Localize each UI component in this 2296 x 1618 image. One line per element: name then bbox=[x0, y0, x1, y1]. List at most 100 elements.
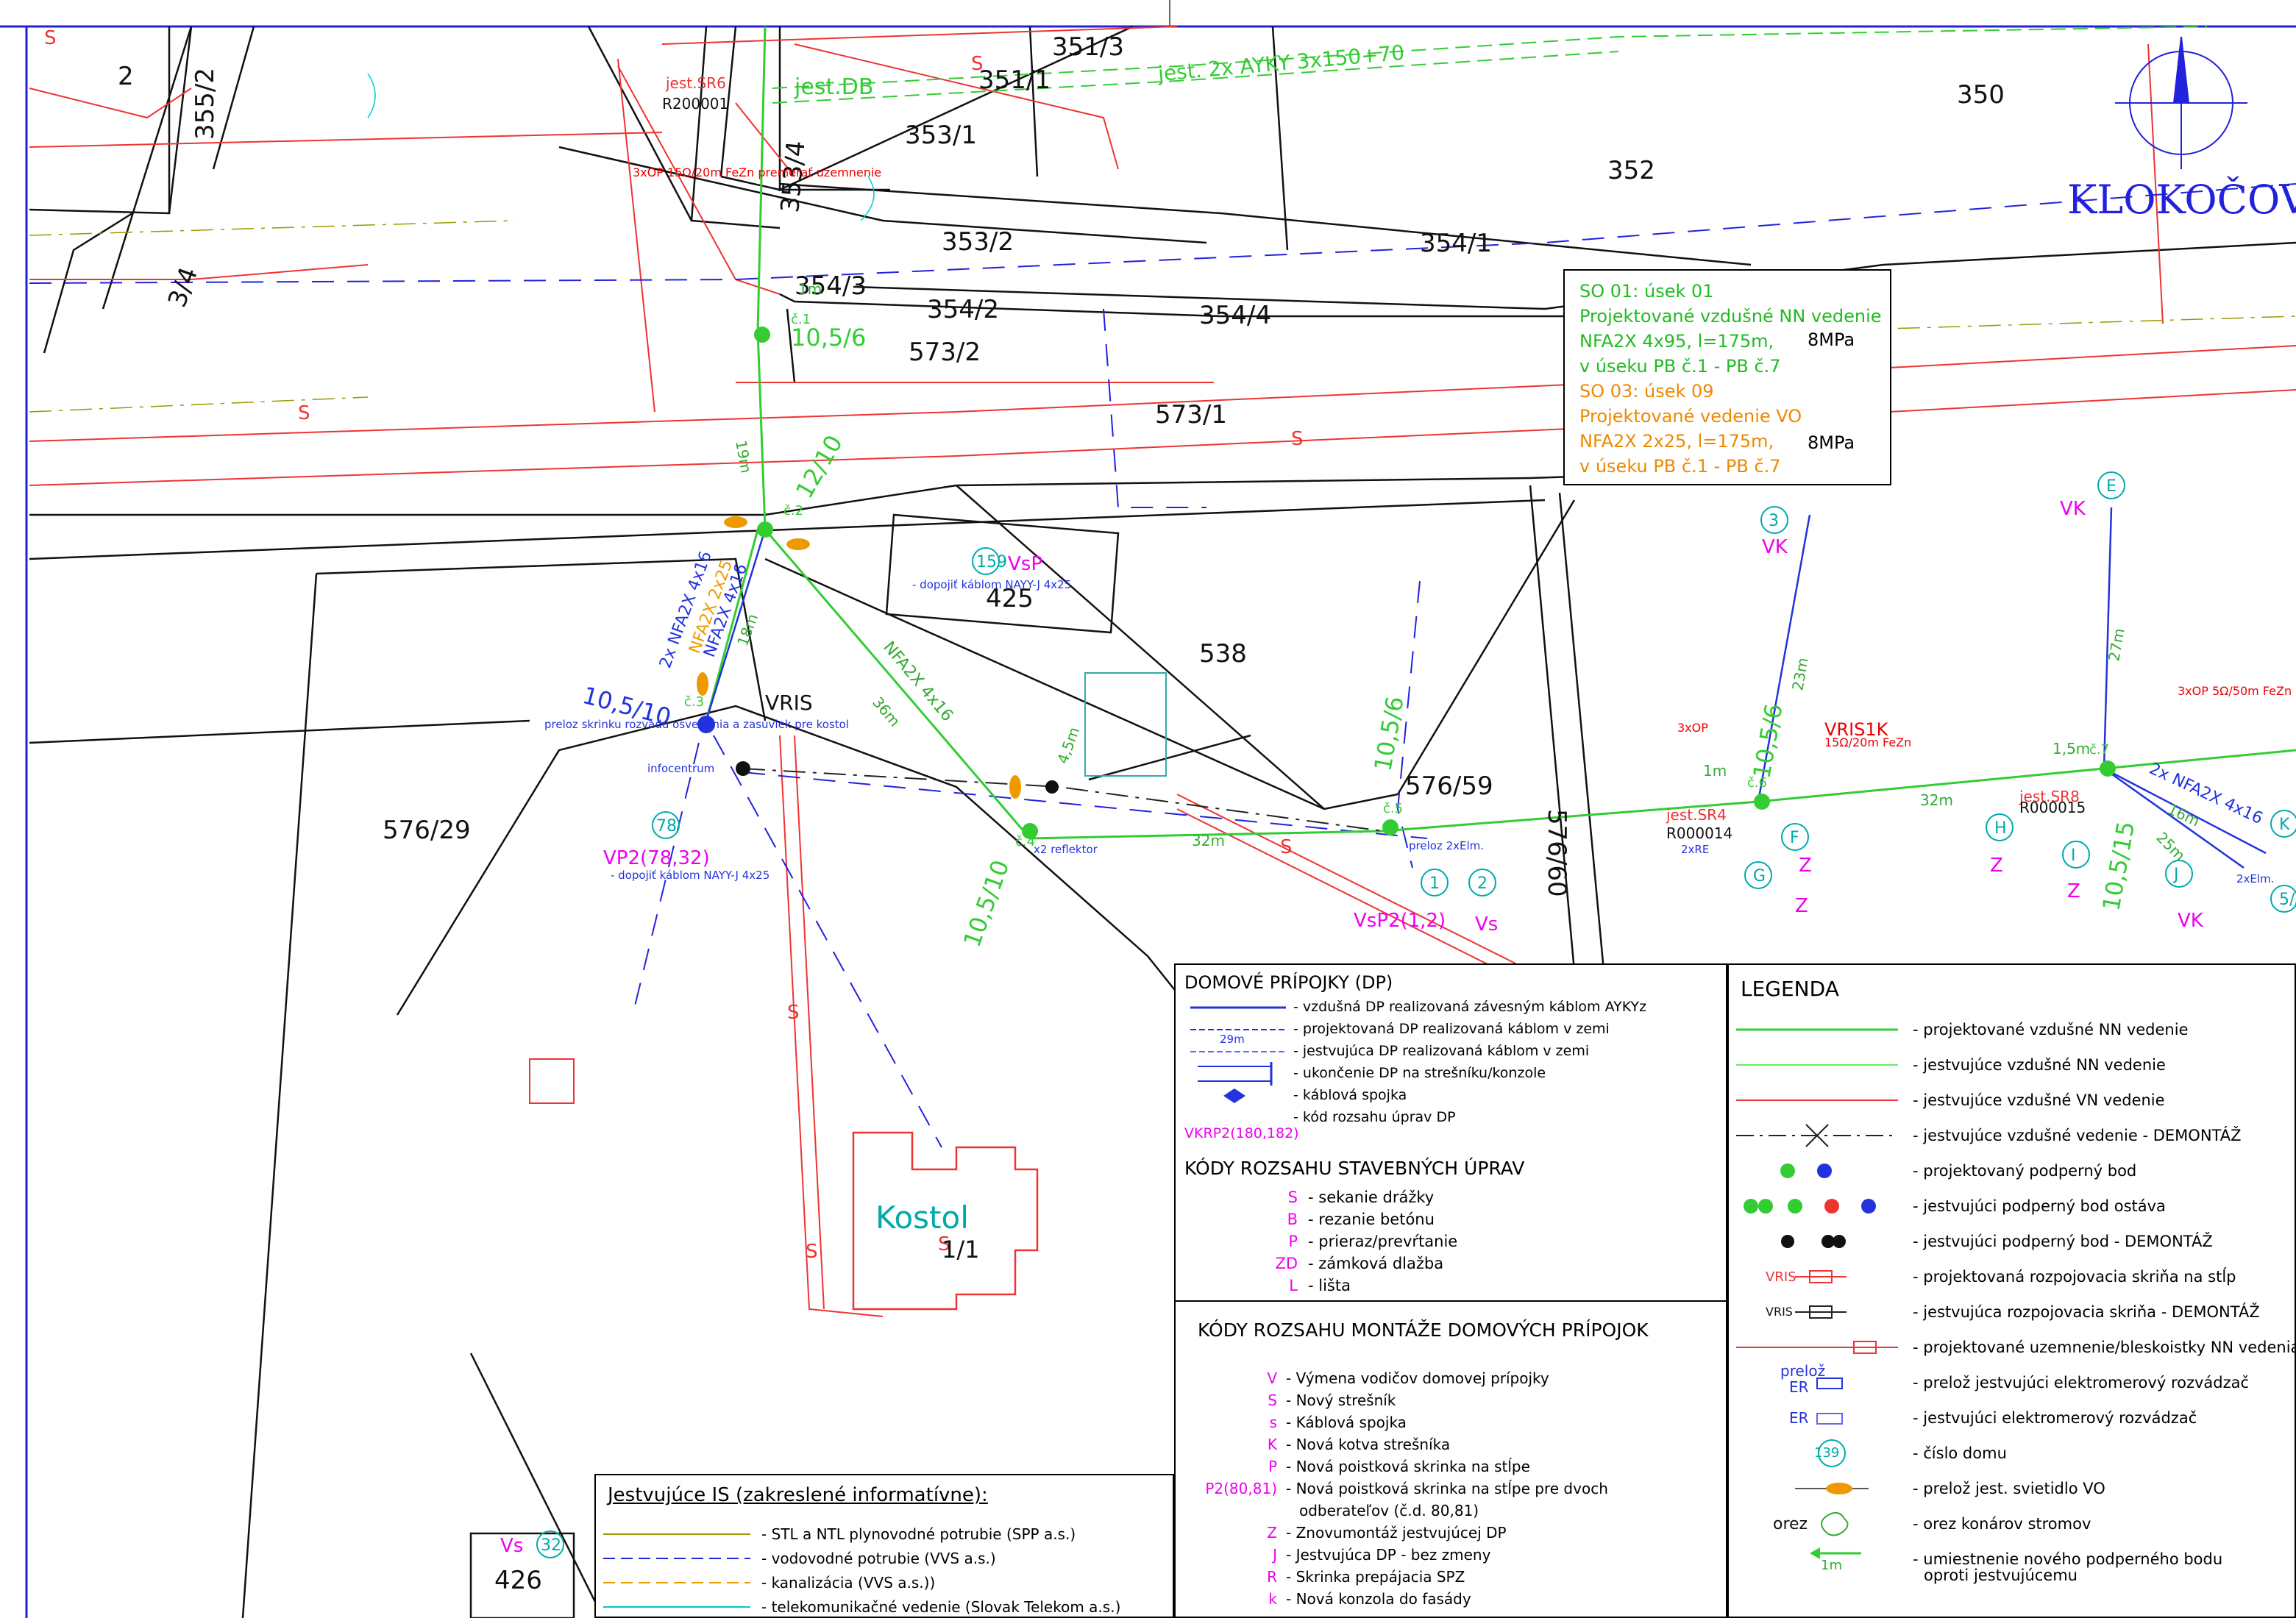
distance-label: 1,5m bbox=[2052, 740, 2090, 758]
svg-text:S: S bbox=[1280, 836, 1293, 858]
legend-sym-orez: orez bbox=[1773, 1515, 1808, 1533]
infobox-line: SO 01: úsek 01 bbox=[1579, 281, 1714, 302]
house-code: VK bbox=[2178, 910, 2204, 932]
svg-text:S: S bbox=[44, 27, 57, 49]
legend-row: - umiestnenie nového podperného bodu bbox=[1729, 1544, 2295, 1574]
montaz-code-desc: - Nová kotva strešníka bbox=[1286, 1436, 1451, 1453]
map-note: preloz skrinku rozvadu osvetlenia a zasu… bbox=[544, 718, 849, 731]
dp-legend-row: - projektovaná DP realizovaná káblom v z… bbox=[1176, 1019, 1726, 1049]
parcel-label: 426 bbox=[494, 1566, 542, 1595]
montaz-code: K bbox=[1267, 1436, 1277, 1453]
parcel-label: 2 bbox=[118, 62, 134, 91]
legend-row: - projektované uzemnenie/bleskoistky NN … bbox=[1729, 1333, 2296, 1362]
parcel-label: 3/4 bbox=[163, 263, 204, 311]
house-number: 1 bbox=[1429, 874, 1440, 893]
map-note: preloz 2xElm. bbox=[1409, 839, 1484, 852]
map-note: infocentrum bbox=[647, 762, 714, 775]
is-legend-row: - telekomunikačné vedenie (Slovak Teleko… bbox=[596, 1592, 1173, 1618]
infobox-line: v úseku PB č.1 - PB č.7 bbox=[1579, 356, 1781, 377]
pressure-2: 8MPa bbox=[1808, 432, 1855, 453]
legend-symbol bbox=[1736, 1341, 1898, 1354]
house-code: Z bbox=[1799, 855, 1812, 877]
montaz-codes-panel: KÓDY ROZSAHU MONTÁŽE DOMOVÝCH PRÍPOJOK V… bbox=[1174, 1300, 1727, 1618]
legend-symbol bbox=[1816, 1413, 1843, 1425]
parcel-label: 576/29 bbox=[383, 816, 471, 845]
legend-text: - jestvujúce vzdušné NN vedenie bbox=[1913, 1056, 2166, 1074]
legend-text: - jestvujúca rozpojovacia skriňa - DEMON… bbox=[1913, 1303, 2260, 1321]
projected-nn-line bbox=[705, 26, 2296, 840]
legend-text: - orez konárov stromov bbox=[1913, 1515, 2091, 1533]
legend-row: - prelož jest. svietidlo VO bbox=[1729, 1474, 2295, 1503]
dp-legend-symbol bbox=[1198, 1062, 1273, 1086]
existing-pole-label: jest.SR8 bbox=[2019, 788, 2080, 805]
legend-symbol bbox=[1818, 1439, 1846, 1467]
build-code-desc: - lišta bbox=[1308, 1277, 1351, 1294]
montaz-code-desc: - Nová poistková skrinka na stĺpe pre dv… bbox=[1286, 1480, 1608, 1497]
montaz-code: V bbox=[1267, 1369, 1277, 1387]
is-legend-row: - kanalizácia (VVS a.s.)) bbox=[596, 1568, 1173, 1597]
dp-dim-label: 29m bbox=[1220, 1033, 1245, 1046]
gas-lines bbox=[29, 220, 2296, 413]
legend-sym-1m: 1m bbox=[1821, 1558, 1842, 1573]
build-code-desc: - prieraz/prevŕtanie bbox=[1308, 1233, 1458, 1250]
legend-text-extra: oproti jestvujúcemu bbox=[1924, 1567, 2078, 1584]
legend-text: - umiestnenie nového podperného bodu bbox=[1913, 1550, 2223, 1568]
dp-legend-panel: DOMOVÉ PRÍPOJKY (DP) - vzdušná DP realiz… bbox=[1174, 963, 1727, 1302]
dp-legend-text: - vzdušná DP realizovaná závesným káblom… bbox=[1293, 999, 1647, 1015]
pole-label: 10,5/15 bbox=[2097, 819, 2140, 913]
legend-text: - jestvujúci podperný bod ostáva bbox=[1913, 1197, 2166, 1215]
map-note: 2xElm. bbox=[2236, 872, 2274, 885]
legend-symbol bbox=[1736, 1124, 1898, 1147]
dp-legend-row: - jestvujúca DP realizovaná káblom v zem… bbox=[1176, 1041, 1726, 1071]
legend-row: - jestvujúca rozpojovacia skriňa - DEMON… bbox=[1729, 1297, 2295, 1327]
dp-code-example: VKRP2(180,182) bbox=[1184, 1125, 1299, 1141]
house-circles bbox=[536, 471, 2296, 1558]
parcel-label: 353/4 bbox=[775, 140, 811, 214]
legend-symbol bbox=[1781, 1235, 1846, 1248]
dp-legend-text: - jestvujúca DP realizovaná káblom v zem… bbox=[1293, 1043, 1590, 1059]
house-number: F bbox=[1790, 829, 1799, 847]
svg-text:S: S bbox=[1291, 428, 1304, 450]
existing-pole-label: R000015 bbox=[2019, 799, 2086, 816]
town-name: KLOKOČOV bbox=[2067, 176, 2296, 223]
montaz-code-desc: - Nová poistková skrinka na stĺpe bbox=[1286, 1458, 1530, 1475]
dp-legend-text: - káblová spojka bbox=[1293, 1087, 1407, 1103]
legend-symbol bbox=[1821, 1511, 1849, 1536]
legend-title: LEGENDA bbox=[1741, 977, 1839, 1001]
legend-symbol bbox=[1795, 1483, 1869, 1494]
infobox-line: v úseku PB č.1 - PB č.7 bbox=[1579, 456, 1781, 477]
montaz-code-desc: - Jestvujúca DP - bez zmeny bbox=[1286, 1546, 1491, 1564]
montaz-code-desc: - Výmena vodičov domovej prípojky bbox=[1286, 1369, 1549, 1387]
is-legend-row: - STL a NTL plynovodné potrubie (SPP a.s… bbox=[596, 1519, 1173, 1549]
distance-label: 4,5m bbox=[1053, 724, 1083, 766]
dp-legend-text: - kód rozsahu úprav DP bbox=[1293, 1109, 1456, 1125]
parcel-label: 354/4 bbox=[1199, 301, 1271, 330]
legend-row: - projektované vzdušné NN vedenie bbox=[1729, 1015, 2295, 1044]
pole-number: č.3 bbox=[684, 694, 704, 710]
north-arrow bbox=[2115, 36, 2247, 169]
legend-symbol bbox=[1736, 1100, 1898, 1101]
poles bbox=[697, 327, 2116, 839]
building-outline-green bbox=[1084, 672, 1167, 777]
dp-legend-symbol bbox=[1190, 1006, 1286, 1009]
is-title: Jestvujúce IS (zakreslené informatívne): bbox=[608, 1484, 988, 1506]
parcel-label: 351/1 bbox=[978, 65, 1051, 95]
distance-label: 19m bbox=[732, 439, 755, 474]
legend-symbol bbox=[1816, 1378, 1843, 1389]
telecom-lines bbox=[367, 73, 875, 221]
house-code: Vs bbox=[1475, 913, 1498, 935]
build-code-desc: - rezanie betónu bbox=[1308, 1211, 1435, 1228]
montaz-code-desc: - Nový strešník bbox=[1286, 1391, 1396, 1409]
earthing-note: 3xOP 15Ω/20m FeZn premerať uzemnenie bbox=[633, 165, 881, 179]
pole-number: č.2 bbox=[783, 503, 803, 518]
pole-number: č.4 bbox=[1015, 834, 1035, 849]
distance-label: 25m bbox=[2153, 829, 2189, 865]
svg-text:S: S bbox=[787, 1002, 800, 1024]
parcel-label: 576/60 bbox=[1542, 809, 1571, 897]
house-code: VsP bbox=[1008, 553, 1042, 575]
parcel-label: 573/2 bbox=[909, 338, 981, 367]
legend-row: - jestvujúci podperný bod ostáva bbox=[1729, 1191, 2295, 1221]
legend-symbol bbox=[1736, 1064, 1898, 1066]
